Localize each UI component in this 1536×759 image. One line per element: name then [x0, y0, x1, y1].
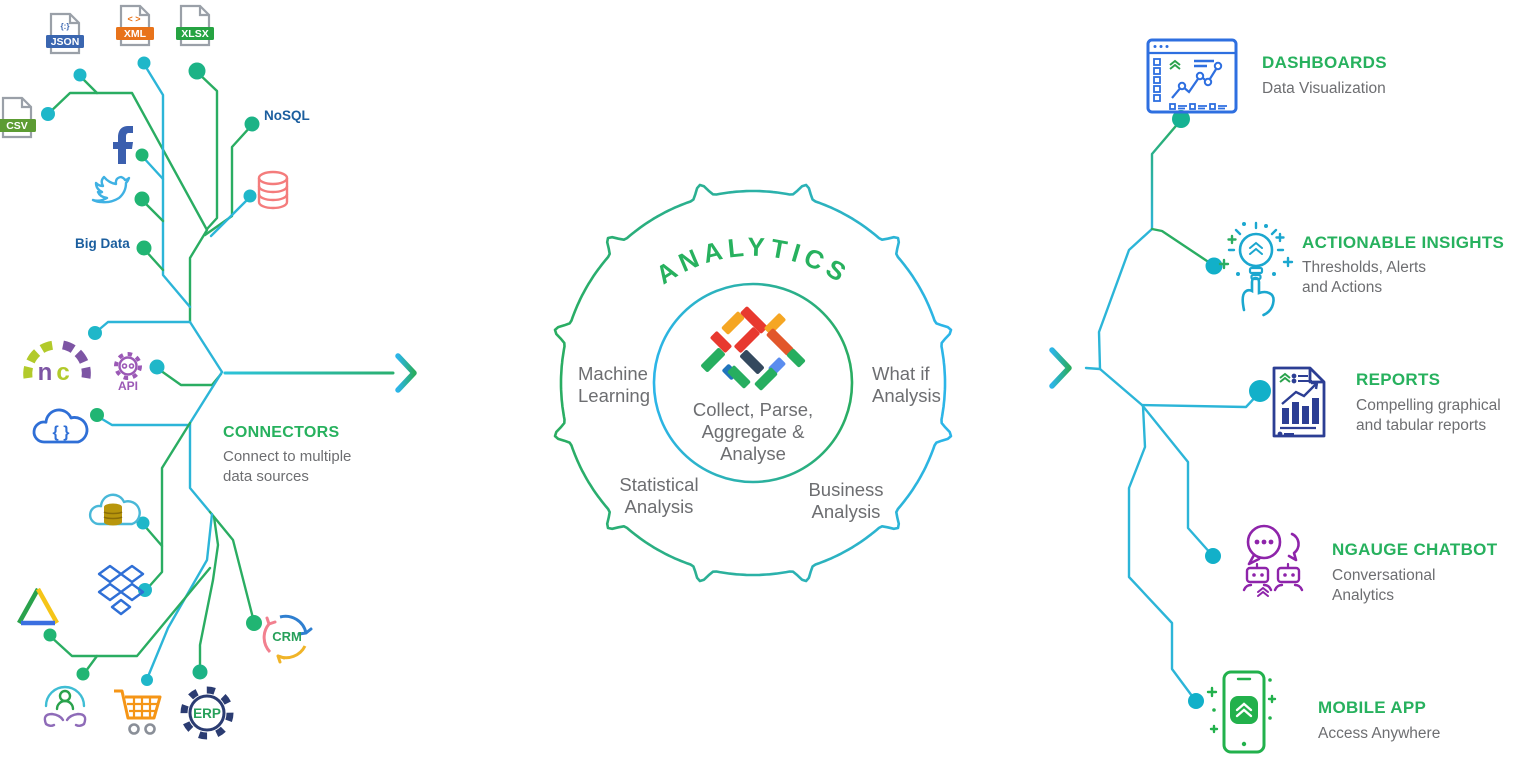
trunk-upper-diagonal	[188, 320, 224, 374]
cloud-json-icon: { }	[32, 408, 89, 444]
big-data-label: Big Data	[75, 236, 130, 251]
api-line	[155, 366, 223, 387]
gauge-line	[93, 320, 192, 335]
analytics-gear-ring	[553, 183, 953, 583]
svg-text:< >: < >	[127, 14, 140, 24]
reports-icon	[1272, 366, 1326, 438]
analytics-inner-circle	[652, 282, 854, 484]
connectors-description: Connect to multiple data sources	[223, 448, 352, 485]
output-insights-title: ACTIONABLE INSIGHTS	[1302, 233, 1505, 252]
xml-line	[142, 62, 192, 309]
insights-line	[1150, 227, 1215, 267]
quadrant-machine-learning: Machine Learning	[578, 363, 651, 407]
output-insights-description: Thresholds, Alerts and Actions	[1302, 259, 1427, 297]
dashboards-line	[1150, 118, 1183, 231]
svg-text:XML: XML	[124, 28, 147, 40]
left-chevron-arrow	[395, 353, 417, 393]
svg-text:n: n	[38, 359, 53, 386]
output-dashboards-description: Data Visualization	[1262, 80, 1386, 97]
ngauge-chatbot-icon	[1242, 524, 1304, 597]
svg-text:API: API	[118, 379, 138, 393]
xml-file-icon: < > XML	[116, 4, 154, 47]
json-file-icon: {:} JSON	[46, 12, 84, 55]
output-dashboards-title: DASHBOARDS	[1262, 53, 1387, 72]
quadrant-business-analysis: Business Analysis	[808, 479, 884, 523]
svg-text:CRM: CRM	[272, 629, 302, 644]
core-capabilities-text: Collect, Parse, Aggregate & Analyse	[692, 399, 814, 464]
quadrant-what-if-analysis: What if Analysis	[872, 363, 941, 407]
api-gear-icon: API	[114, 352, 142, 393]
crm-line	[208, 510, 256, 624]
connector-lines	[46, 62, 1262, 702]
nosql-line	[203, 123, 254, 237]
nosql-database-icon	[257, 170, 289, 210]
mobile-line	[1127, 404, 1197, 702]
output-chatbot-description: Conversational Analytics	[1332, 567, 1436, 605]
xlsx-file-icon: XLSX	[176, 4, 214, 47]
twitter-icon	[91, 175, 131, 204]
cloud-database-icon	[88, 493, 141, 526]
right-up-trunk	[1097, 227, 1154, 371]
analytics-ring-title: ANALYTICS	[651, 232, 856, 291]
trunk-down-line	[188, 370, 224, 514]
gold-dropbox-branch	[144, 421, 192, 592]
actionable-insights-icon	[1218, 221, 1294, 317]
svg-text:XLSX: XLSX	[181, 28, 208, 40]
hr-people-icon	[43, 685, 87, 727]
svg-text:{:}: {:}	[61, 22, 70, 31]
svg-text:c: c	[56, 359, 69, 386]
chatbot-line	[1140, 403, 1214, 557]
nosql-label: NoSQL	[264, 108, 310, 123]
svg-text:CSV: CSV	[6, 120, 28, 132]
facebook-icon	[113, 126, 133, 164]
ngauge-gauge-icon: n c	[23, 340, 91, 386]
connector-dots	[41, 56, 1271, 709]
output-reports-description: Compelling graphical and tabular reports	[1356, 397, 1501, 435]
google-drive-icon	[17, 587, 59, 626]
csv-file-icon: CSV	[0, 96, 36, 139]
quadrant-statistical-analysis: Statistical Analysis	[619, 474, 699, 518]
svg-text:JSON: JSON	[51, 36, 80, 48]
output-chatbot-title: NGAUGE CHATBOT	[1332, 540, 1498, 559]
svg-text:ERP: ERP	[193, 706, 221, 721]
xlsx-line	[195, 70, 219, 231]
dashboards-icon	[1146, 38, 1238, 114]
output-mobile-title: MOBILE APP	[1318, 698, 1427, 717]
brand-logo-weave	[701, 306, 806, 391]
right-chevron-arrow	[1049, 347, 1072, 389]
output-reports-title: REPORTS	[1356, 370, 1441, 389]
svg-text:{ }: { }	[53, 424, 70, 441]
crm-icon: CRM	[262, 614, 313, 664]
right-stub-line	[1084, 366, 1102, 371]
gdrive-line	[48, 566, 212, 658]
cloud-line	[95, 414, 192, 427]
csv-trunk-line	[46, 91, 209, 324]
dropbox-icon	[97, 564, 145, 616]
mobile-app-icon	[1206, 670, 1277, 754]
shopping-cart-icon	[114, 689, 162, 735]
connectors-title: CONNECTORS	[223, 424, 340, 441]
output-mobile-description: Access Anywhere	[1318, 725, 1441, 742]
erp-line	[198, 515, 220, 673]
reports-line	[1098, 367, 1262, 409]
reddb-line	[209, 195, 252, 238]
erp-gear-icon: ERP	[180, 686, 234, 740]
